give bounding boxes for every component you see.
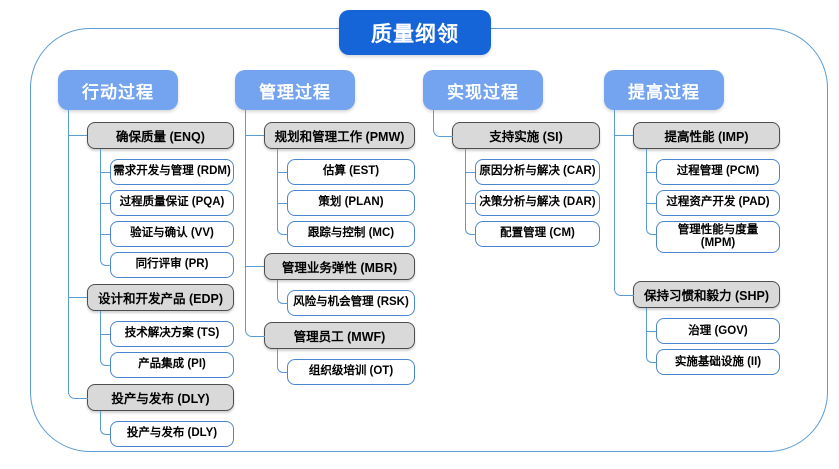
group-box: 投产与发布 (DLY)	[87, 384, 234, 411]
column-management-process: 管理过程 规划和管理工作 (PMW) 估算 (EST) 策划 (PLAN) 跟踪…	[235, 70, 415, 385]
tree-branch: 原因分析与解决 (CAR)	[465, 149, 600, 185]
group-box: 保持习惯和毅力 (SHP)	[633, 281, 780, 309]
process-group: 设计和开发产品 (EDP) 技术解决方案 (TS) 产品集成 (PI)	[68, 278, 234, 378]
tree-branch: 跟踪与控制 (MC)	[277, 216, 415, 247]
process-group: 保持习惯和毅力 (SHP) 治理 (GOV) 实施基础设施 (II)	[614, 253, 780, 376]
group-box: 支持实施 (SI)	[452, 122, 600, 149]
column-groups: 规划和管理工作 (PMW) 估算 (EST) 策划 (PLAN) 跟踪与控制 (…	[245, 110, 415, 385]
tree-branch: 决策分析与解决 (DAR)	[465, 185, 600, 216]
tree-branch: 风险与机会管理 (RSK)	[277, 280, 415, 316]
leaf-box: 风险与机会管理 (RSK)	[287, 290, 415, 316]
tree-branch: 需求开发与管理 (RDM)	[100, 149, 234, 185]
leaf-box: 估算 (EST)	[287, 159, 415, 185]
process-group: 规划和管理工作 (PMW) 估算 (EST) 策划 (PLAN) 跟踪与控制 (…	[245, 110, 415, 247]
diagram-title: 质量纲领	[339, 10, 491, 55]
group-box: 提高性能 (IMP)	[633, 122, 780, 149]
tree-branch: 产品集成 (PI)	[100, 347, 234, 378]
leaf-box: 过程资产开发 (PAD)	[656, 190, 780, 216]
leaf-box: 原因分析与解决 (CAR)	[475, 159, 600, 185]
leaf-box: 配置管理 (CM)	[475, 221, 600, 247]
group-children: 投产与发布 (DLY)	[100, 411, 234, 447]
tree-branch: 过程质量保证 (PQA)	[100, 185, 234, 216]
column-groups: 确保质量 (ENQ) 需求开发与管理 (RDM) 过程质量保证 (PQA) 验证…	[68, 110, 234, 447]
process-group: 提高性能 (IMP) 过程管理 (PCM) 过程资产开发 (PAD) 管理性能与…	[614, 109, 780, 254]
tree-branch: 策划 (PLAN)	[277, 185, 415, 216]
leaf-box: 产品集成 (PI)	[110, 352, 234, 378]
column-header: 实现过程	[423, 70, 543, 110]
leaf-box: 验证与确认 (VV)	[110, 221, 234, 247]
column-header: 行动过程	[58, 70, 178, 110]
group-children: 风险与机会管理 (RSK)	[277, 280, 415, 316]
group-box: 规划和管理工作 (PMW)	[264, 122, 415, 149]
group-children: 过程管理 (PCM) 过程资产开发 (PAD) 管理性能与度量 (MPM)	[646, 149, 780, 254]
tree-branch: 配置管理 (CM)	[465, 216, 600, 247]
process-group: 管理业务弹性 (MBR) 风险与机会管理 (RSK)	[245, 247, 415, 316]
column-groups: 提高性能 (IMP) 过程管理 (PCM) 过程资产开发 (PAD) 管理性能与…	[614, 109, 780, 376]
leaf-box: 跟踪与控制 (MC)	[287, 221, 415, 247]
leaf-box: 决策分析与解决 (DAR)	[475, 190, 600, 216]
leaf-box: 需求开发与管理 (RDM)	[110, 159, 234, 185]
tree-branch: 治理 (GOV)	[646, 308, 780, 345]
column-action-process: 行动过程 确保质量 (ENQ) 需求开发与管理 (RDM) 过程质量保证 (PQ…	[58, 70, 234, 447]
leaf-box: 技术解决方案 (TS)	[110, 321, 234, 347]
group-children: 原因分析与解决 (CAR) 决策分析与解决 (DAR) 配置管理 (CM)	[465, 149, 600, 247]
tree-branch: 验证与确认 (VV)	[100, 216, 234, 247]
process-group: 确保质量 (ENQ) 需求开发与管理 (RDM) 过程质量保证 (PQA) 验证…	[68, 110, 234, 278]
tree-branch: 同行评审 (PR)	[100, 247, 234, 278]
tree-branch: 管理性能与度量 (MPM)	[646, 215, 780, 254]
column-header: 提高过程	[604, 70, 724, 110]
leaf-box: 过程质量保证 (PQA)	[110, 190, 234, 216]
process-group: 管理员工 (MWF) 组织级培训 (OT)	[245, 316, 415, 385]
group-box: 确保质量 (ENQ)	[87, 122, 234, 149]
group-children: 技术解决方案 (TS) 产品集成 (PI)	[100, 311, 234, 378]
tree-branch: 估算 (EST)	[277, 149, 415, 185]
leaf-box: 实施基础设施 (II)	[656, 349, 780, 376]
leaf-box: 管理性能与度量 (MPM)	[656, 221, 780, 254]
column-groups: 支持实施 (SI) 原因分析与解决 (CAR) 决策分析与解决 (DAR) 配置…	[433, 110, 600, 247]
group-children: 需求开发与管理 (RDM) 过程质量保证 (PQA) 验证与确认 (VV) 同行…	[100, 149, 234, 278]
tree-branch: 技术解决方案 (TS)	[100, 311, 234, 347]
process-group: 支持实施 (SI) 原因分析与解决 (CAR) 决策分析与解决 (DAR) 配置…	[433, 110, 600, 247]
leaf-box: 投产与发布 (DLY)	[110, 421, 234, 447]
group-box: 管理员工 (MWF)	[264, 322, 415, 349]
leaf-box: 同行评审 (PR)	[110, 252, 234, 278]
tree-branch: 实施基础设施 (II)	[646, 344, 780, 376]
column-header: 管理过程	[235, 70, 355, 110]
tree-branch: 过程资产开发 (PAD)	[646, 185, 780, 216]
column-improvement-process: 提高过程 提高性能 (IMP) 过程管理 (PCM) 过程资产开发 (PAD) …	[604, 70, 780, 376]
leaf-box: 过程管理 (PCM)	[656, 159, 780, 185]
group-children: 治理 (GOV) 实施基础设施 (II)	[646, 308, 780, 376]
leaf-box: 组织级培训 (OT)	[287, 359, 415, 385]
group-box: 管理业务弹性 (MBR)	[264, 253, 415, 280]
group-children: 估算 (EST) 策划 (PLAN) 跟踪与控制 (MC)	[277, 149, 415, 247]
tree-branch: 组织级培训 (OT)	[277, 349, 415, 385]
process-group: 投产与发布 (DLY) 投产与发布 (DLY)	[68, 378, 234, 447]
tree-branch: 过程管理 (PCM)	[646, 149, 780, 185]
group-children: 组织级培训 (OT)	[277, 349, 415, 385]
tree-branch: 投产与发布 (DLY)	[100, 411, 234, 447]
group-box: 设计和开发产品 (EDP)	[87, 284, 234, 311]
leaf-box: 策划 (PLAN)	[287, 190, 415, 216]
leaf-box: 治理 (GOV)	[656, 318, 780, 345]
column-implementation-process: 实现过程 支持实施 (SI) 原因分析与解决 (CAR) 决策分析与解决 (DA…	[423, 70, 600, 247]
